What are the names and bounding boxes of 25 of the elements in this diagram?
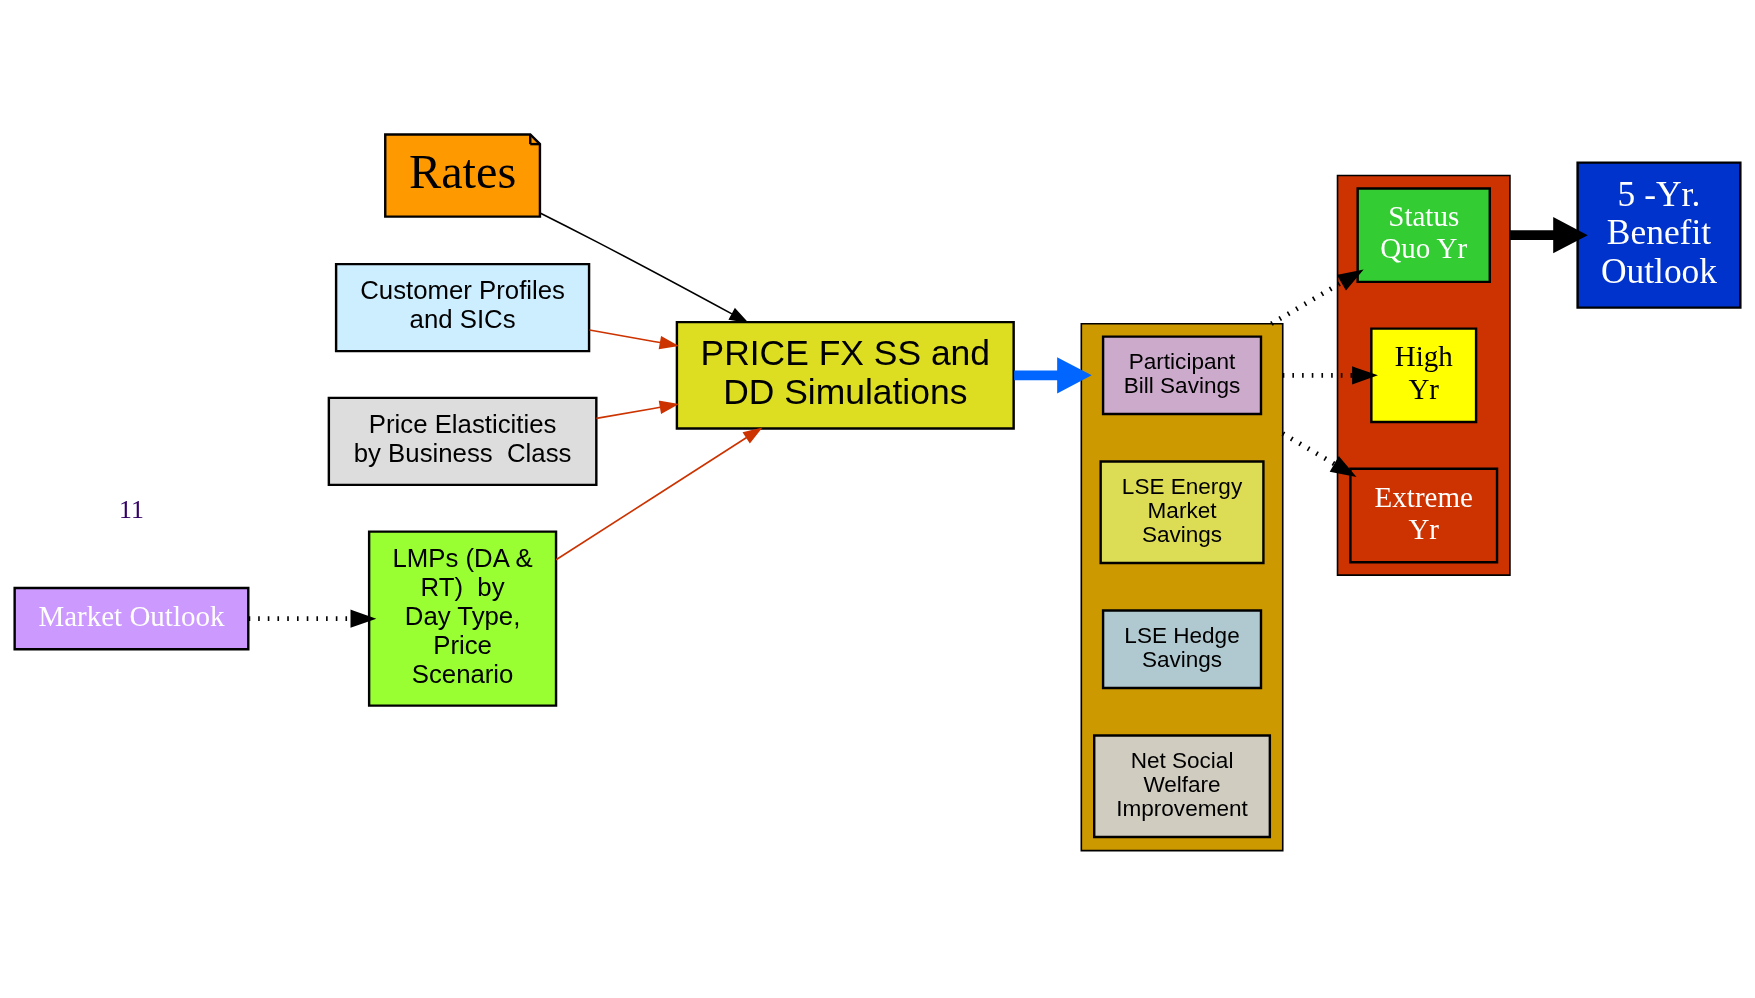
arrow [1281, 431, 1357, 477]
node-box: LMPs (DA & RT) by Day Type, Price Scenario [367, 530, 558, 707]
node-box: Market Outlook [13, 586, 250, 651]
node-box: LSE Energy Market Savings [1099, 460, 1265, 565]
arrow [588, 329, 679, 350]
arrow [1014, 357, 1092, 394]
node-box: Customer Profiles and SICs [334, 262, 591, 353]
node-box: High Yr [1370, 327, 1478, 424]
node-box: LSE Hedge Savings [1101, 609, 1263, 690]
arrow [1270, 269, 1364, 326]
node-box: 5 -Yr. Benefit Outlook [1576, 161, 1742, 309]
node-box: Net Social Welfare Improvement [1093, 734, 1272, 839]
arrow [539, 212, 749, 324]
cluster [1080, 322, 1284, 852]
node-box: PRICE FX SS and DD Simulations [675, 320, 1015, 430]
arrow [1509, 217, 1588, 254]
node-box: Participant Bill Savings [1101, 335, 1263, 416]
label: 11 [119, 495, 144, 525]
node-box: Status Quo Yr [1356, 187, 1491, 284]
arrow [248, 609, 377, 628]
arrow [555, 427, 763, 561]
arrow [1282, 366, 1378, 385]
node-box: Extreme Yr [1349, 467, 1499, 564]
node-box: Price Elasticities by Business Class [327, 396, 598, 487]
arrow [595, 400, 679, 420]
